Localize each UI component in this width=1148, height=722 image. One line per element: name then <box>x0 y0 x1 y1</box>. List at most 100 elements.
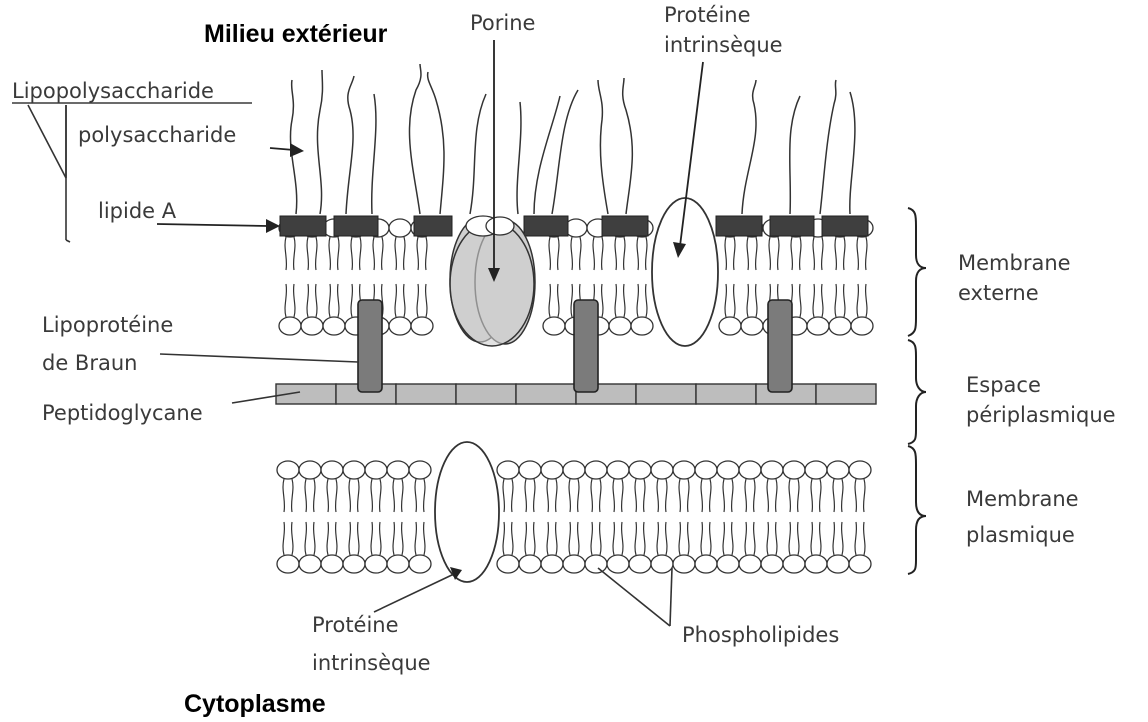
inner-phospholipid-head <box>497 555 519 573</box>
inner-phospholipid-head <box>607 555 629 573</box>
label-polysaccharide: polysaccharide <box>78 123 236 147</box>
inner-phospholipid-head <box>321 461 343 479</box>
lps-polysaccharide-chain <box>346 76 354 214</box>
tail-phospho-1 <box>598 568 670 626</box>
outer-phospholipid-head <box>851 317 873 335</box>
braun-lipoprotein <box>768 300 792 392</box>
lps-polysaccharide-chain <box>317 70 322 214</box>
inner-fatty-acid-tail <box>503 479 504 512</box>
inner-fatty-acid-tail <box>534 522 535 555</box>
lps-bracket-line-1 <box>28 105 66 178</box>
outer-fatty-acid-tail <box>351 284 352 317</box>
inner-fatty-acid-tail <box>556 479 557 512</box>
outer-fatty-acid-tail <box>417 284 418 317</box>
inner-phospholipid-head <box>629 555 651 573</box>
outer-fatty-acid-tail <box>844 284 845 317</box>
outer-fatty-acid-tail <box>593 237 594 270</box>
inner-fatty-acid-tail <box>842 522 843 555</box>
outer-fatty-acid-tail <box>866 237 867 270</box>
lps-polysaccharide-chain <box>428 72 444 214</box>
outer-fatty-acid-tail <box>426 284 427 317</box>
inner-phospholipid-head <box>607 461 629 479</box>
outer-fatty-acid-tail <box>624 237 625 270</box>
inner-phospholipid-head <box>805 555 827 573</box>
inner-fatty-acid-tail <box>732 522 733 555</box>
outer-fatty-acid-tail <box>747 237 748 270</box>
outer-fatty-acid-tail <box>404 284 405 317</box>
inner-fatty-acid-tail <box>380 522 381 555</box>
inner-fatty-acid-tail <box>283 522 284 555</box>
inner-phospholipid-pair <box>783 461 805 573</box>
inner-fatty-acid-tail <box>666 522 667 555</box>
inner-fatty-acid-tail <box>767 479 768 512</box>
lipid-a-block <box>280 216 326 236</box>
label-espace: Espace <box>966 373 1041 397</box>
inner-phospholipid-pair <box>343 461 365 573</box>
outer-fatty-acid-tail <box>558 284 559 317</box>
inner-fatty-acid-tail <box>336 479 337 512</box>
inner-phospholipid-head <box>343 461 365 479</box>
inner-fatty-acid-tail <box>349 522 350 555</box>
outer-fatty-acid-tail <box>404 237 405 270</box>
inner-phospholipid-head <box>277 461 299 479</box>
lipid-a-block <box>334 216 378 236</box>
outer-fatty-acid-tail <box>558 237 559 270</box>
plasma-membrane-intrinsic-protein <box>435 442 499 582</box>
inner-phospholipid-head <box>673 461 695 479</box>
inner-fatty-acid-tail <box>547 522 548 555</box>
inner-fatty-acid-tail <box>842 479 843 512</box>
outer-fatty-acid-tail <box>307 284 308 317</box>
porin-center <box>450 222 534 346</box>
inner-fatty-acid-tail <box>283 479 284 512</box>
outer-phospholipid-head <box>301 317 323 335</box>
outer-fatty-acid-tail <box>857 237 858 270</box>
inner-fatty-acid-tail <box>855 522 856 555</box>
inner-fatty-acid-tail <box>534 479 535 512</box>
lps-polysaccharide-chain <box>409 64 421 214</box>
inner-fatty-acid-tail <box>380 479 381 512</box>
inner-phospholipid-pair <box>365 461 387 573</box>
label-lipide-a: lipide A <box>98 199 177 223</box>
inner-fatty-acid-tail <box>393 522 394 555</box>
inner-fatty-acid-tail <box>336 522 337 555</box>
peptidoglycan-unit <box>396 384 456 404</box>
braun-lipoprotein <box>358 300 382 392</box>
outer-fatty-acid-tail <box>615 237 616 270</box>
inner-fatty-acid-tail <box>644 479 645 512</box>
inner-phospholipid-pair <box>761 461 783 573</box>
inner-phospholipid-head <box>827 555 849 573</box>
inner-fatty-acid-tail <box>424 479 425 512</box>
inner-fatty-acid-tail <box>798 479 799 512</box>
peptidoglycan-unit <box>816 384 876 404</box>
inner-phospholipid-head <box>739 555 761 573</box>
outer-fatty-acid-tail <box>800 284 801 317</box>
outer-fatty-acid-tail <box>769 237 770 270</box>
inner-phospholipid-head <box>805 461 827 479</box>
inner-fatty-acid-tail <box>305 479 306 512</box>
inner-fatty-acid-tail <box>503 522 504 555</box>
outer-fatty-acid-tail <box>725 237 726 270</box>
outer-fatty-acid-tail <box>725 284 726 317</box>
label-porine: Porine <box>470 11 535 35</box>
inner-phospholipid-pair <box>849 461 871 573</box>
inner-phospholipid-pair <box>409 461 431 573</box>
inner-phospholipid-pair <box>827 461 849 573</box>
outer-fatty-acid-tail <box>637 284 638 317</box>
inner-phospholipid-pair <box>805 461 827 573</box>
porin <box>450 216 535 346</box>
outer-phospholipid-head <box>631 317 653 335</box>
lipid-a-block <box>822 216 868 236</box>
label-lipoproteine: Lipoprotéine <box>42 313 173 337</box>
outer-fatty-acid-tail <box>835 284 836 317</box>
inner-phospholipid-head <box>783 555 805 573</box>
lps-polysaccharide-chain <box>790 96 800 214</box>
inner-fatty-acid-tail <box>569 479 570 512</box>
brace-plasma-membrane <box>908 446 926 574</box>
outer-fatty-acid-tail <box>329 284 330 317</box>
inner-phospholipid-pair <box>629 461 651 573</box>
outer-fatty-acid-tail <box>756 237 757 270</box>
braun-lipoprotein <box>574 300 598 392</box>
outer-fatty-acid-tail <box>624 284 625 317</box>
inner-phospholipid-head <box>563 555 585 573</box>
outer-fatty-acid-tail <box>602 237 603 270</box>
